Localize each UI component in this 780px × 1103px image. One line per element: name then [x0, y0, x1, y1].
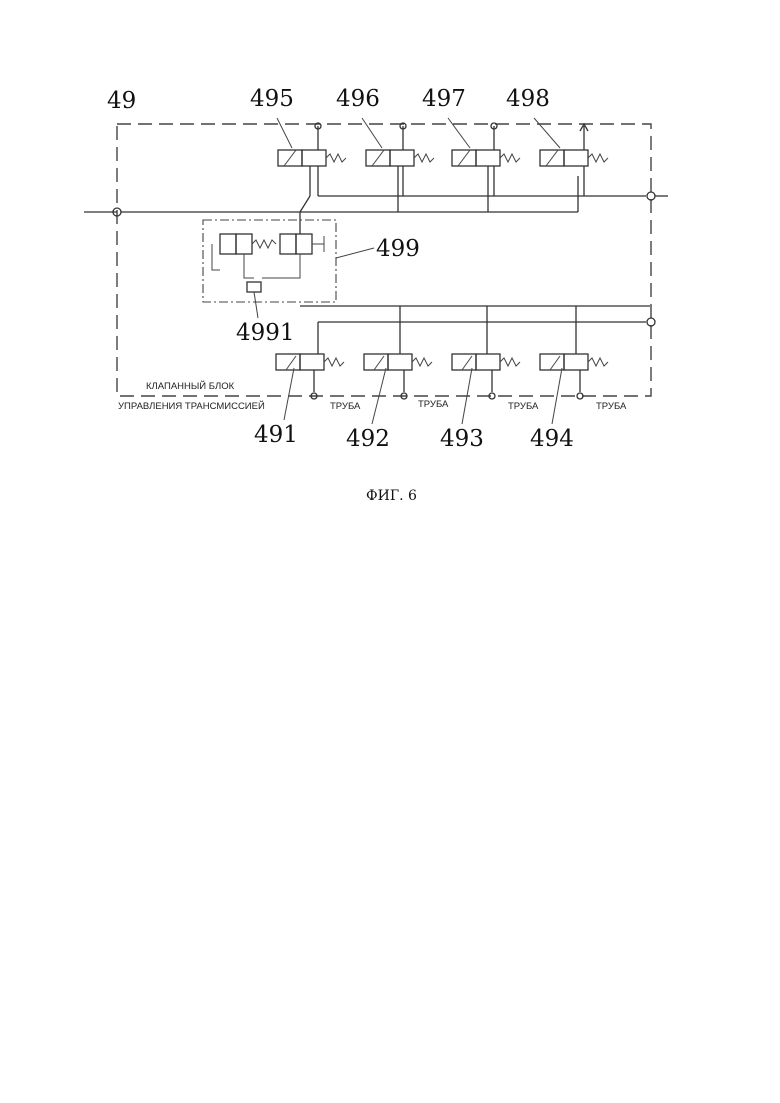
upper-port	[647, 192, 655, 200]
label-493: 493	[440, 426, 484, 452]
bottom-valve-group	[276, 306, 608, 399]
label-494: 494	[530, 426, 574, 452]
pipe-label-1: ТРУБА	[330, 401, 361, 412]
label-495: 495	[250, 86, 294, 112]
pipe-label-2: ТРУБА	[418, 399, 449, 410]
valve-497	[452, 123, 520, 212]
valve-493	[452, 306, 520, 399]
valve-4991-body	[247, 282, 261, 292]
pipe-label-3: ТРУБА	[508, 401, 539, 412]
block-title-line2: УПРАВЛЕНИЯ ТРАНСМИССИЕЙ	[118, 400, 265, 412]
label-49: 49	[107, 88, 136, 114]
lower-port	[647, 318, 655, 326]
valve-498	[540, 124, 608, 196]
label-497: 497	[422, 86, 466, 112]
top-valve-group	[278, 123, 608, 212]
label-498: 498	[506, 86, 550, 112]
valve-494	[540, 306, 608, 399]
figure-caption: ФИГ. 6	[366, 488, 417, 504]
pipe-label-4: ТРУБА	[596, 401, 627, 412]
label-492: 492	[346, 426, 390, 452]
valve-495	[278, 123, 346, 212]
valve-491	[276, 354, 344, 399]
valve-496	[366, 123, 434, 212]
label-496: 496	[336, 86, 380, 112]
label-491: 491	[254, 422, 298, 448]
label-499: 499	[376, 236, 420, 262]
block-title-line1: КЛАПАННЫЙ БЛОК	[146, 380, 235, 392]
sub-block-499	[203, 212, 336, 302]
valve-492	[364, 306, 432, 399]
label-4991: 4991	[236, 320, 295, 346]
